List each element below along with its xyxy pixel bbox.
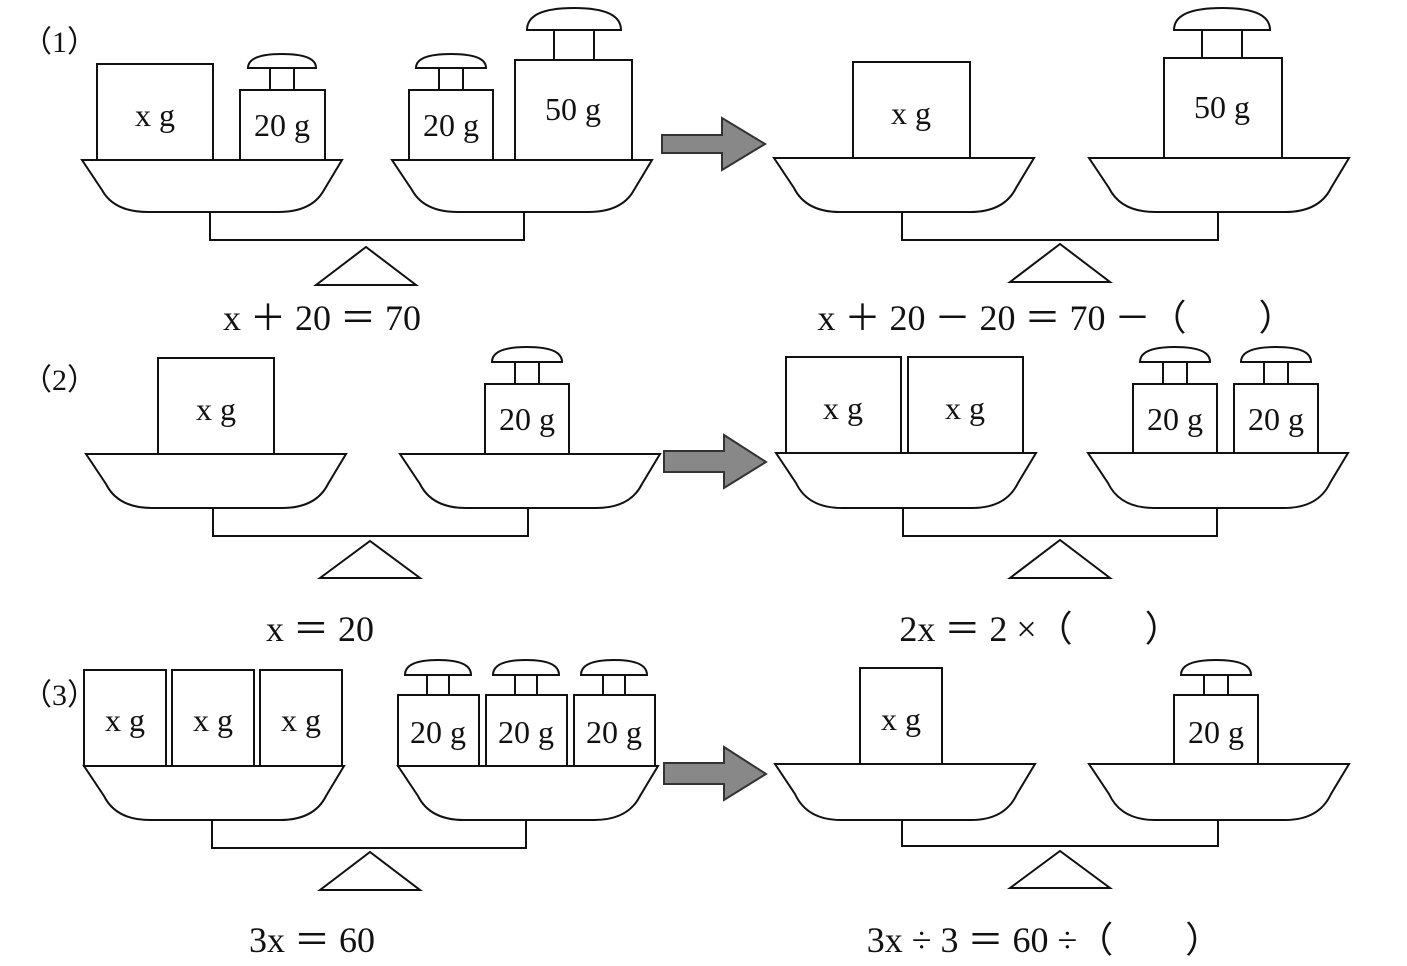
equation-before: x ＋ 20 ＝ 70 xyxy=(223,298,421,338)
equation-after: x ＋ 20 － 20 ＝ 70 －（ ） xyxy=(817,298,1294,338)
weight-20g: 20 g xyxy=(486,660,567,766)
arrow-icon xyxy=(664,435,766,488)
scale-2-after: x g x g 20 g 20 g xyxy=(776,347,1348,578)
block-label: x g xyxy=(945,390,985,426)
weight-label: 20 g xyxy=(1147,401,1203,437)
block-label: x g xyxy=(891,95,931,131)
weight-label: 50 g xyxy=(1194,89,1250,125)
weight-20g: 20 g xyxy=(1234,347,1318,453)
problem-2-label: （2） xyxy=(22,364,97,397)
block-label: x g xyxy=(823,390,863,426)
weight-20g: 20 g xyxy=(409,54,493,160)
weight-20g: 20 g xyxy=(485,347,569,454)
block-label: x g xyxy=(881,701,921,737)
equation-after: 2x ＝ 2 ×（ ） xyxy=(899,609,1180,649)
scale-1-before: x g 20 g 20 g 50 g xyxy=(82,8,652,285)
weight-50g: 50 g xyxy=(1164,8,1282,158)
arrow-icon xyxy=(662,118,765,170)
scale-3-after: x g 20 g xyxy=(775,660,1349,888)
weight-20g: 20 g xyxy=(574,660,655,766)
weight-label: 20 g xyxy=(423,107,479,143)
weight-label: 20 g xyxy=(498,714,554,750)
weight-label: 20 g xyxy=(1188,714,1244,750)
weight-label: 20 g xyxy=(1248,401,1304,437)
equation-after: 3x ÷ 3 ＝ 60 ÷（ ） xyxy=(867,920,1222,960)
scale-3-before: x g x g x g 20 g 20 g xyxy=(84,660,658,890)
block-label: x g xyxy=(281,702,321,738)
block-label: x g xyxy=(193,702,233,738)
weight-50g: 50 g xyxy=(515,8,632,160)
weight-label: 20 g xyxy=(254,107,310,143)
weight-label: 20 g xyxy=(499,401,555,437)
weight-20g: 20 g xyxy=(240,54,325,160)
weight-label: 50 g xyxy=(545,91,601,127)
arrow-icon xyxy=(664,747,766,800)
equation-before: x ＝ 20 xyxy=(266,609,374,649)
problem-3-label: （3） xyxy=(22,679,97,712)
scale-1-after: x g 50 g xyxy=(774,8,1349,282)
block-label: x g xyxy=(135,97,175,133)
weight-label: 20 g xyxy=(410,714,466,750)
weight-20g: 20 g xyxy=(1133,347,1217,453)
problem-2: （2） x g 20 g xyxy=(22,347,1348,649)
weight-20g: 20 g xyxy=(1174,660,1258,764)
block-label: x g xyxy=(105,702,145,738)
weight-20g: 20 g xyxy=(398,660,479,766)
problem-3: （3） x g x g x g 20 g xyxy=(22,660,1349,960)
scale-2-before: x g 20 g xyxy=(86,347,660,578)
problem-1: （1） x g 20 g 20 g xyxy=(22,8,1349,338)
problem-1-label: （1） xyxy=(22,26,97,59)
equation-before: 3x ＝ 60 xyxy=(249,920,375,960)
block-label: x g xyxy=(196,391,236,427)
weight-label: 20 g xyxy=(586,714,642,750)
